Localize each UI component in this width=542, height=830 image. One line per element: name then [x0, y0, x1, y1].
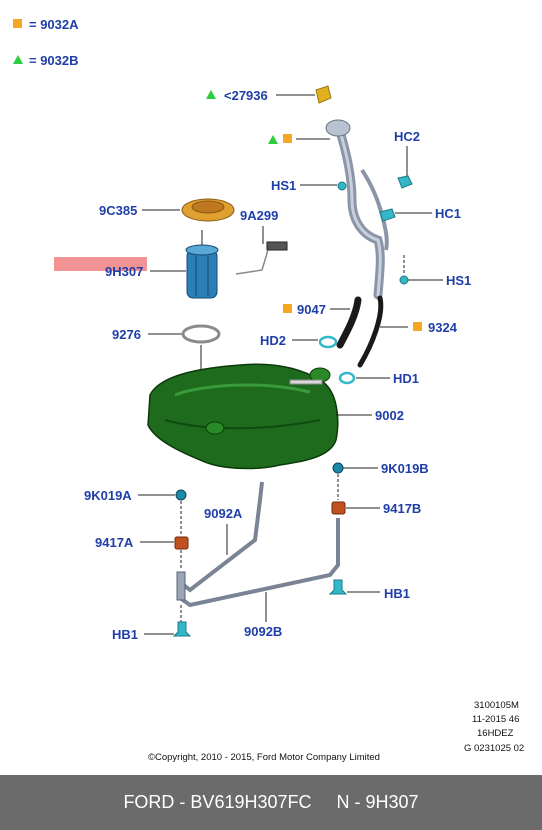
- label-27936: <27936: [224, 88, 268, 103]
- hose-clamp-hd2: [318, 335, 338, 349]
- square-marker-icon: [413, 322, 422, 331]
- hose-clamp-hc1: [379, 208, 396, 222]
- legend-square-icon: [13, 19, 22, 28]
- hose-clip-hs1-right: [399, 275, 409, 285]
- label-hc1: HC1: [435, 206, 461, 221]
- label-9092b: 9092B: [244, 624, 282, 639]
- legend-9032b: = 9032B: [29, 53, 79, 68]
- label-9417a: 9417A: [95, 535, 134, 550]
- hose-9047: [336, 296, 362, 349]
- fuel-pump-9h307: [186, 249, 218, 299]
- part-footer-text: FORD - BV619H307FC N - 9H307: [123, 792, 419, 812]
- hose-clip-hs1: [337, 181, 347, 191]
- insulator-9417b: [331, 501, 346, 515]
- filler-cap: [315, 85, 332, 104]
- highlight-9h307: [54, 257, 147, 271]
- meta-code: 3100105M: [474, 700, 519, 711]
- legend-9032a: = 9032A: [29, 17, 79, 32]
- label-9417b: 9417B: [383, 501, 421, 516]
- copyright: ©Copyright, 2010 - 2015, Ford Motor Comp…: [148, 752, 380, 763]
- seal-ring-9276: [181, 324, 221, 344]
- label-9k019a: 9K019A: [84, 488, 132, 503]
- meta-gref: G 0231025 02: [464, 743, 524, 754]
- fuel-level-sender-9a299: [266, 241, 288, 251]
- label-hb1-right: HB1: [384, 586, 410, 601]
- triangle-marker-icon: [206, 90, 216, 99]
- label-hs1-top: HS1: [271, 178, 296, 193]
- bolt-9k019b: [332, 462, 344, 474]
- hose-9324: [357, 295, 384, 368]
- label-9h307: 9H307: [105, 264, 143, 279]
- strap-9092b: [178, 518, 340, 608]
- part-footer-bar: FORD - BV619H307FC N - 9H307: [0, 775, 542, 830]
- label-hs1-right: HS1: [446, 273, 471, 288]
- label-9k019b: 9K019B: [381, 461, 429, 476]
- bolt-9k019a: [175, 489, 187, 501]
- hose-clamp-hd1: [338, 371, 356, 385]
- square-marker-icon: [283, 134, 292, 143]
- triangle-marker-icon: [268, 135, 278, 144]
- label-hd2: HD2: [260, 333, 286, 348]
- meta-date: 11-2015 46: [472, 714, 519, 725]
- label-hc2: HC2: [394, 129, 420, 144]
- label-9324: 9324: [428, 320, 458, 335]
- label-9092a: 9092A: [204, 506, 243, 521]
- label-9276: 9276: [112, 327, 141, 342]
- bolt-hb1-right: [328, 579, 348, 595]
- label-9c385: 9C385: [99, 203, 137, 218]
- filler-neck-mouth: [325, 119, 351, 137]
- bolt-hb1-left: [172, 621, 192, 637]
- label-9a299: 9A299: [240, 208, 278, 223]
- strap-9092a: [178, 481, 264, 593]
- fuel-system-diagram: = 9032A = 9032B <27936 HC2 HS1 HC1 HS1 9…: [13, 17, 524, 763]
- label-hb1-left: HB1: [112, 627, 138, 642]
- legend-triangle-icon: [13, 55, 23, 64]
- hose-clamp-hc2: [397, 175, 413, 189]
- square-marker-icon: [283, 304, 292, 313]
- label-9047: 9047: [297, 302, 326, 317]
- meta-model: 16HDEZ: [477, 728, 514, 739]
- label-9002: 9002: [375, 408, 404, 423]
- label-hd1: HD1: [393, 371, 419, 386]
- insulator-9417a: [174, 536, 189, 550]
